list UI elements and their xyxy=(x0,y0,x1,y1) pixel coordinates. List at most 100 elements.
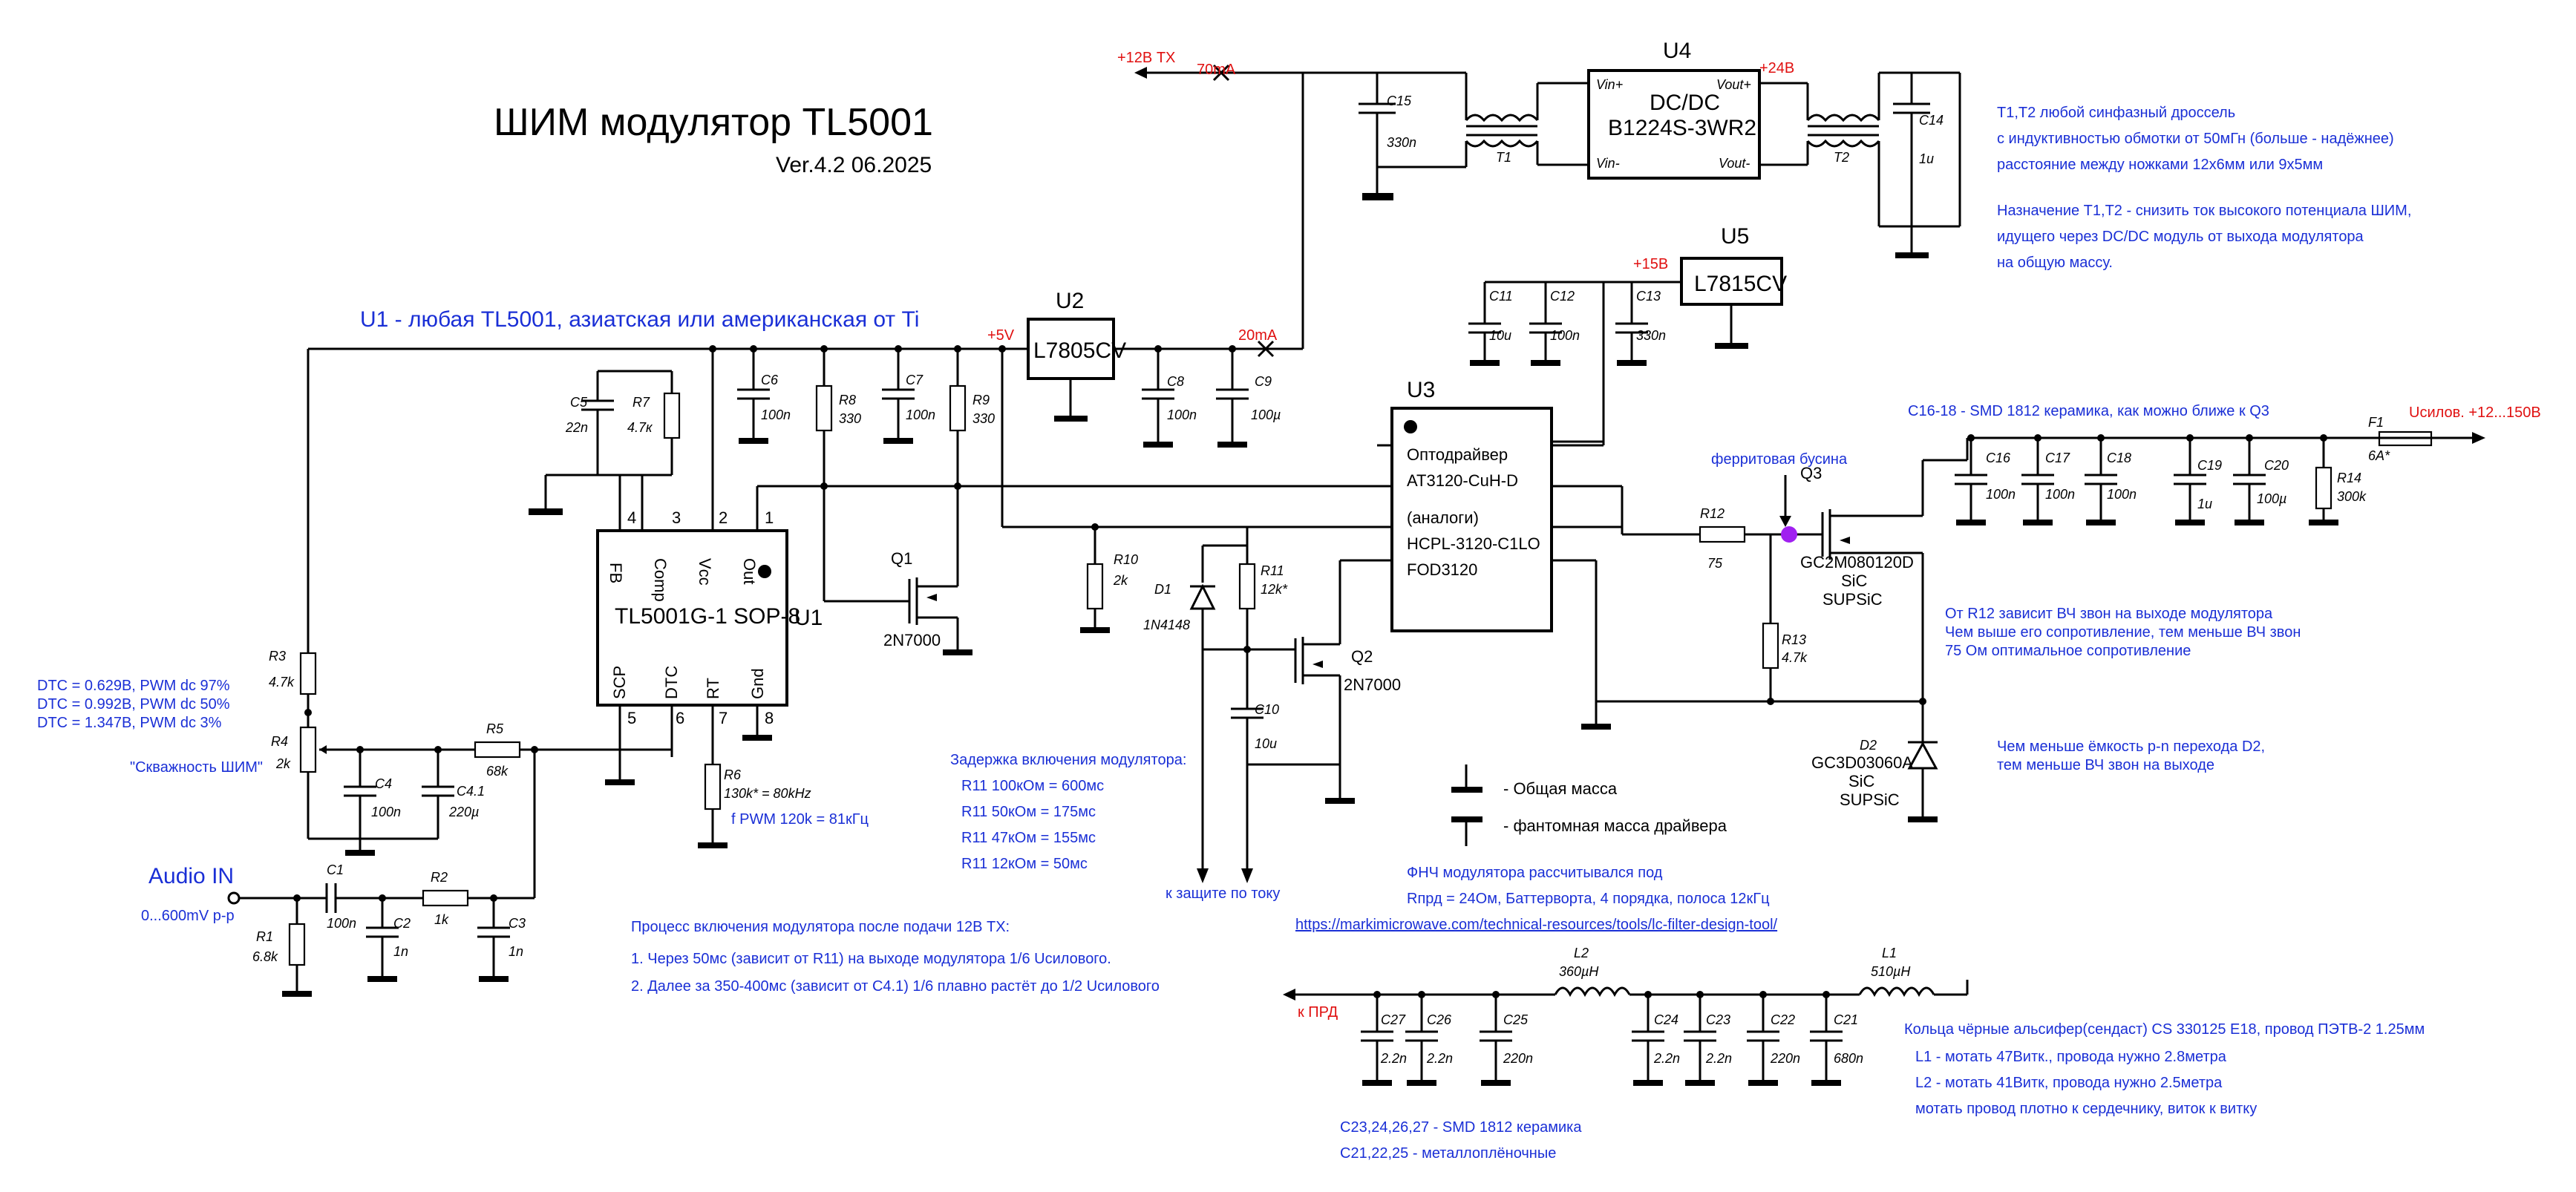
r3-ref: R3 xyxy=(269,649,286,664)
l2-ref: L2 xyxy=(1574,946,1589,960)
c25-ref: C25 xyxy=(1503,1012,1529,1027)
u1-pin-gnd: Gnd xyxy=(748,668,767,699)
d2-val-1: GC3D03060A xyxy=(1811,753,1913,772)
u3-line-2: AT3120-CuH-D xyxy=(1407,471,1518,490)
current-20ma-label: 20mA xyxy=(1238,327,1278,344)
t-note-3: расстояние между ножками 12х6мм или 9х5м… xyxy=(1997,157,2323,173)
r6 xyxy=(698,763,728,848)
r3-val: 4.7k xyxy=(269,675,295,690)
q2-ref: Q2 xyxy=(1351,647,1373,666)
u1-note: U1 - любая TL5001, азиатская или америка… xyxy=(360,307,919,332)
c17-val: 100n xyxy=(2045,487,2075,502)
c14-val: 1u xyxy=(1919,151,1934,166)
c14 xyxy=(1893,73,1961,258)
q2-val: 2N7000 xyxy=(1344,675,1401,694)
c8-ref: C8 xyxy=(1167,374,1184,389)
ring-note-3: L2 - мотать 41Витк, провода нужно 2.5мет… xyxy=(1915,1075,2223,1091)
dtc-note-1: DTC = 0.629В, PWM dc 97% xyxy=(37,678,230,694)
c13-val: 330n xyxy=(1636,328,1666,343)
u2-name: L7805CV xyxy=(1033,338,1126,363)
c23-ref: C23 xyxy=(1706,1012,1730,1027)
r1-val: 6.8k xyxy=(252,949,278,964)
u1-pin-scp: SCP xyxy=(610,666,629,699)
r10-ref: R10 xyxy=(1114,552,1138,567)
lpf-url[interactable]: https://markimicrowave.com/technical-res… xyxy=(1295,917,1778,933)
r5-ref: R5 xyxy=(486,721,504,736)
c7-val: 100n xyxy=(906,407,935,422)
q3-val-3: SUPSiC xyxy=(1823,590,1883,609)
r14-ref: R14 xyxy=(2337,471,2361,485)
l2-val: 360µH xyxy=(1559,964,1599,979)
u3-line-5: FOD3120 xyxy=(1407,560,1477,579)
r14-val: 300k xyxy=(2337,489,2367,504)
output-lpf xyxy=(1283,980,1969,1001)
c26-val: 2.2n xyxy=(1426,1051,1453,1066)
t-note-6: на общую массу. xyxy=(1997,255,2113,271)
c10-val: 10u xyxy=(1255,736,1277,751)
u4-vout-plus: Vout+ xyxy=(1716,77,1751,92)
c3-ref: C3 xyxy=(509,916,526,931)
u4-vin-minus: Vin- xyxy=(1596,156,1620,171)
u1-pinnum-8: 8 xyxy=(765,709,774,727)
u1-pinnum-7: 7 xyxy=(719,709,728,727)
u1-pin-dtc: DTC xyxy=(662,666,681,699)
u1-pinnum-2: 2 xyxy=(719,508,728,527)
u4-vout-minus: Vout- xyxy=(1719,156,1750,171)
u5-regulator xyxy=(1485,257,1783,349)
u4-line2: B1224S-3WR2 xyxy=(1608,116,1756,140)
c8-c9 xyxy=(1142,349,1249,448)
t-note-5: идущего через DC/DC модуль от выхода мод… xyxy=(1997,229,2364,245)
u3-line-1: Оптодрайвер xyxy=(1407,445,1508,464)
delay-4: R11 12кОм = 50мс xyxy=(961,856,1088,872)
r12-note-3: 75 Ом оптимальное сопротивление xyxy=(1945,643,2191,659)
rail-5v-label: +5V xyxy=(987,327,1015,344)
u5-name: L7815CV xyxy=(1694,272,1787,296)
t1-ref: T1 xyxy=(1496,150,1511,165)
u1-pinnum-6: 6 xyxy=(676,709,684,727)
u1-pinnum-3: 3 xyxy=(672,508,681,527)
in-12v-tx-label: +12В TX xyxy=(1117,50,1175,66)
process-1: 1. Через 50мс (зависит от R11) на выходе… xyxy=(631,951,1111,967)
r4-val: 2k xyxy=(275,756,291,771)
c27-ref: C27 xyxy=(1381,1012,1406,1027)
c6-val: 100n xyxy=(761,407,791,422)
f1-val: 6A* xyxy=(2368,448,2390,463)
delay-3: R11 47кОм = 155мс xyxy=(961,830,1096,846)
c5-val: 22n xyxy=(565,420,588,435)
r8-r9 xyxy=(815,349,967,486)
c16-val: 100n xyxy=(1986,487,2016,502)
delay-title: Задержка включения модулятора: xyxy=(950,752,1186,768)
r11-val: 12k* xyxy=(1261,582,1288,597)
r12-val: 75 xyxy=(1707,556,1723,571)
c25-val: 220n xyxy=(1503,1051,1533,1066)
rail-15v-label: +15В xyxy=(1633,256,1668,272)
c20-val: 100µ xyxy=(2257,491,2286,506)
audio-range-label: 0...600mV p-p xyxy=(141,908,235,924)
c19-val: 1u xyxy=(2197,497,2212,511)
q1-val: 2N7000 xyxy=(883,631,941,649)
ground-legend xyxy=(1451,764,1482,846)
r12-ref: R12 xyxy=(1700,506,1725,521)
r12-note-2: Чем выше его сопротивление, тем меньше В… xyxy=(1945,624,2301,641)
u4-dcdc xyxy=(1587,69,1761,180)
c41-val: 220µ xyxy=(448,805,479,819)
f1-ref: F1 xyxy=(2368,415,2384,430)
c27-val: 2.2n xyxy=(1380,1051,1407,1066)
gate-drive xyxy=(1581,459,1967,730)
dtc-note-2: DTC = 0.992В, PWM dc 50% xyxy=(37,696,230,713)
u3-ref: U3 xyxy=(1407,378,1435,402)
u1-pin-comp: Comp xyxy=(651,558,670,602)
u1-name: TL5001G-1 SOP-8 xyxy=(615,604,800,629)
c12-val: 100n xyxy=(1550,328,1580,343)
r2-ref: R2 xyxy=(431,870,448,885)
c15 xyxy=(1359,73,1466,200)
c22-val: 220n xyxy=(1770,1051,1800,1066)
rail-5v xyxy=(307,340,1303,653)
d2-val-2: SiC xyxy=(1848,772,1875,790)
c5-ref: C5 xyxy=(570,395,588,410)
c17-ref: C17 xyxy=(2045,451,2070,465)
c4-val: 100n xyxy=(371,805,401,819)
c10-ref: C10 xyxy=(1255,702,1279,717)
c18-val: 100n xyxy=(2107,487,2137,502)
